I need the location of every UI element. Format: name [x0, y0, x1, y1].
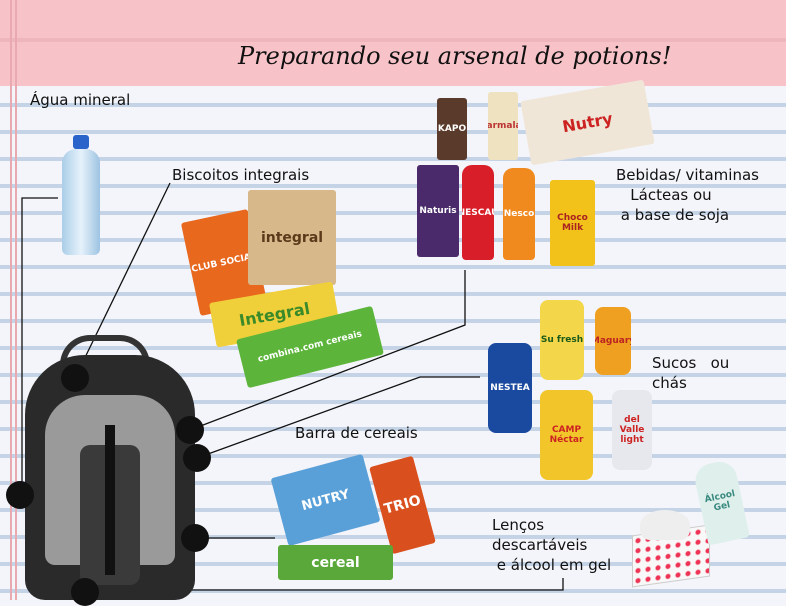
connector-dot: [176, 416, 204, 444]
sufresh-product: Su fresh: [540, 300, 584, 380]
integral-product: integral: [248, 190, 336, 285]
label-barra: Barra de cereais: [295, 424, 418, 442]
label-sucos: Sucos ou chás: [652, 354, 730, 392]
nesco-product: Nesco: [503, 168, 535, 260]
connector-dot: [61, 364, 89, 392]
header-band: [0, 0, 786, 86]
label-agua: Água mineral: [30, 91, 131, 109]
connector-dot: [183, 444, 211, 472]
parmalat-product: parmalat: [488, 92, 518, 160]
cereal-product: cereal: [278, 545, 393, 580]
margin-line: [10, 0, 12, 600]
camp-product: CAMP Néctar: [540, 390, 593, 480]
margin-line: [15, 0, 17, 600]
label-lencos: Lenços descartáveis e álcool em gel: [492, 516, 612, 574]
tissue-image: [640, 510, 690, 540]
nestea-product: NESTEA: [488, 343, 532, 433]
connector-dot: [6, 481, 34, 509]
maguary-product: Maguary: [595, 307, 631, 375]
water-bottle-image: [62, 135, 100, 255]
page-title: Preparando seu arsenal de potions!: [238, 42, 672, 70]
chocomilk-product: Choco Milk: [550, 180, 595, 266]
dvalle-product: del Valle light: [612, 390, 652, 470]
connector-dot: [71, 578, 99, 606]
connector-dot: [181, 524, 209, 552]
label-biscoitos: Biscoitos integrais: [172, 166, 310, 184]
naturis-product: Naturis: [417, 165, 459, 257]
label-bebidas: Bebidas/ vitaminas Lácteas ou a base de …: [616, 166, 759, 224]
backpack-image: [10, 335, 210, 600]
kapo-product: KAPO: [437, 98, 467, 160]
nescau-product: NESCAU: [462, 165, 494, 260]
